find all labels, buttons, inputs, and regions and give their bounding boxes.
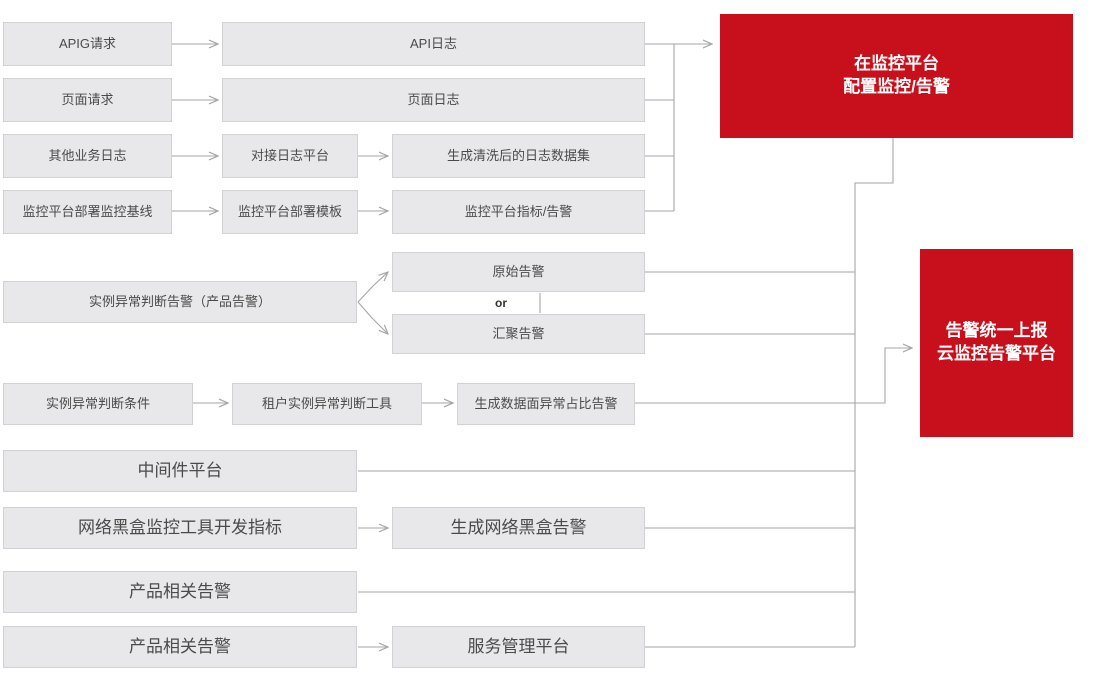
red-line-2: 配置监控/告警 <box>843 77 950 96</box>
node-label: 页面请求 <box>61 92 114 108</box>
node-label: 生成数据面异常占比告警 <box>474 396 618 412</box>
node-other-business-log[interactable]: 其他业务日志 <box>3 134 172 178</box>
node-label: 生成清洗后的日志数据集 <box>446 148 590 164</box>
node-page-request[interactable]: 页面请求 <box>3 78 172 122</box>
node-middleware-platform[interactable]: 中间件平台 <box>3 450 357 492</box>
node-blackbox-dev-metric[interactable]: 网络黑盒监控工具开发指标 <box>3 507 357 549</box>
node-label: 租户实例异常判断工具 <box>261 396 392 412</box>
or-label: or <box>495 296 507 310</box>
node-label: 实例异常判断条件 <box>45 396 150 412</box>
node-label: API日志 <box>410 36 457 52</box>
edge-fork-to-aggregated-alarm <box>357 301 388 334</box>
node-product-alarm-1[interactable]: 产品相关告警 <box>3 571 357 613</box>
node-aggregated-alarm[interactable]: 汇聚告警 <box>392 314 645 354</box>
node-label: 汇聚告警 <box>492 326 545 342</box>
node-unified-report[interactable]: 告警统一上报 云监控告警平台 <box>920 249 1073 437</box>
red-line-1: 在监控平台 <box>854 54 939 74</box>
node-label: 监控平台部署监控基线 <box>22 204 153 220</box>
node-blackbox-alarm[interactable]: 生成网络黑盒告警 <box>392 507 645 549</box>
node-label: 网络黑盒监控工具开发指标 <box>78 517 282 537</box>
node-label: 产品相关告警 <box>129 581 231 601</box>
node-connect-log-platform[interactable]: 对接日志平台 <box>222 134 358 178</box>
node-dataplane-ratio-alarm[interactable]: 生成数据面异常占比告警 <box>457 383 635 425</box>
node-raw-alarm[interactable]: 原始告警 <box>392 252 645 292</box>
node-deploy-template[interactable]: 监控平台部署模板 <box>222 190 358 234</box>
node-label: 中间件平台 <box>137 460 223 480</box>
node-api-log[interactable]: API日志 <box>222 22 645 66</box>
node-service-mgmt-platform[interactable]: 服务管理平台 <box>392 626 645 668</box>
node-platform-metric-alarm[interactable]: 监控平台指标/告警 <box>392 190 645 234</box>
node-label: 监控平台指标/告警 <box>464 204 573 220</box>
node-label: 生成网络黑盒告警 <box>450 517 587 537</box>
node-label: 监控平台部署模板 <box>237 204 342 220</box>
node-label: 其他业务日志 <box>48 148 127 164</box>
node-configure-monitoring[interactable]: 在监控平台 配置监控/告警 <box>720 14 1073 138</box>
node-cleaned-log-dataset[interactable]: 生成清洗后的日志数据集 <box>392 134 645 178</box>
red-line-1: 告警统一上报 <box>945 321 1048 341</box>
node-product-alarm-2[interactable]: 产品相关告警 <box>3 626 357 668</box>
node-apig-request[interactable]: APIG请求 <box>3 22 172 66</box>
edge-fork-to-raw-alarm <box>357 272 388 303</box>
red-line-2: 云监控告警平台 <box>937 344 1056 363</box>
node-deploy-baseline[interactable]: 监控平台部署监控基线 <box>3 190 172 234</box>
edge-bus-to-red-report <box>855 348 912 404</box>
node-label: 原始告警 <box>492 264 545 280</box>
node-tenant-instance-tool[interactable]: 租户实例异常判断工具 <box>232 383 422 425</box>
node-instance-abnormal-condition[interactable]: 实例异常判断条件 <box>3 383 193 425</box>
node-label: APIG请求 <box>58 36 117 52</box>
node-label: 页面日志 <box>407 92 460 108</box>
node-label: 对接日志平台 <box>250 148 329 164</box>
node-label: 服务管理平台 <box>467 636 570 656</box>
node-label: 产品相关告警 <box>129 636 231 656</box>
node-label: 实例异常判断告警（产品告警） <box>88 294 271 310</box>
node-page-log[interactable]: 页面日志 <box>222 78 645 122</box>
edge-red-config-to-main-bus <box>854 138 894 403</box>
node-instance-abnormal-alarm[interactable]: 实例异常判断告警（产品告警） <box>3 281 357 323</box>
